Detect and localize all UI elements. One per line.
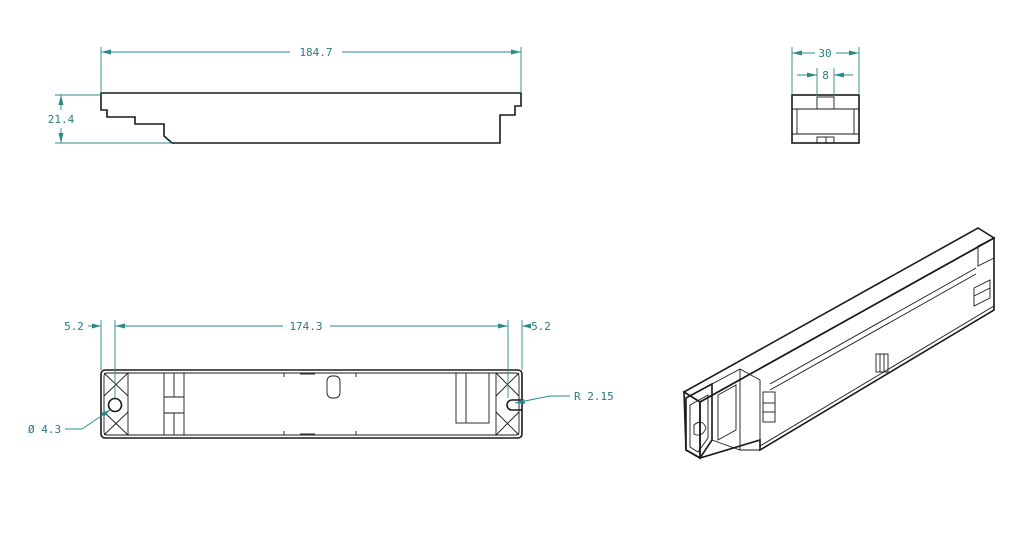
end-view [791, 94, 860, 144]
dimension-hole-spacing: 174.3 [114, 320, 509, 398]
dimension-label-slot-radius: R 2.15 [574, 390, 614, 403]
mounting-hole [107, 397, 123, 413]
dimension-label-hole-diameter: Ø 4.3 [28, 423, 61, 436]
callout-hole-diameter: Ø 4.3 [28, 409, 111, 436]
side-view [100, 92, 522, 144]
dimension-width: 30 [791, 47, 860, 95]
isometric-view [682, 227, 996, 460]
dimension-slot-width: 8 [797, 68, 853, 97]
dimension-label-right-offset: 5.2 [531, 320, 551, 333]
callout-slot-radius: R 2.15 [514, 390, 614, 404]
dimension-label-width: 30 [818, 47, 831, 60]
mounting-slot [506, 399, 522, 411]
dimension-label-hole-spacing: 174.3 [289, 320, 322, 333]
dimension-label-slot-width: 8 [822, 69, 829, 82]
dimension-length-overall: 184.7 [100, 46, 522, 93]
dimension-label-height: 21.4 [48, 113, 75, 126]
dimension-left-offset: 5.2 [64, 320, 102, 370]
dimension-label-length-overall: 184.7 [299, 46, 332, 59]
dimension-right-offset: 5.2 [521, 320, 551, 370]
dimension-height: 21.4 [48, 94, 172, 144]
dimension-label-left-offset: 5.2 [64, 320, 84, 333]
top-view [100, 369, 523, 439]
